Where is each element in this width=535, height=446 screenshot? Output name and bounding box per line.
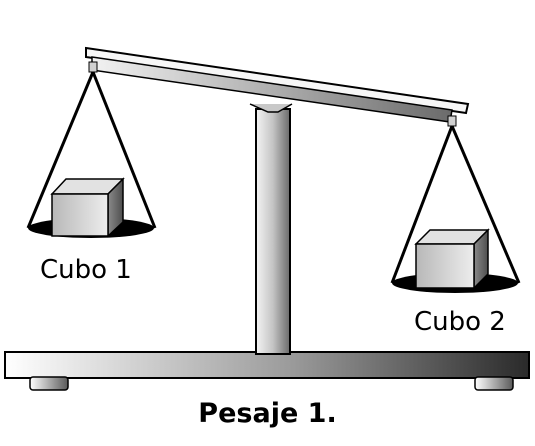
left-foot [29, 376, 69, 391]
scale-post [249, 103, 293, 355]
scale-base [4, 351, 530, 391]
right-hook [447, 115, 457, 127]
right-foot [474, 376, 514, 391]
cube-2 [414, 228, 490, 290]
cube-2-label: Cubo 2 [414, 307, 506, 337]
figure-caption: Pesaje 1. [198, 398, 337, 429]
cube-1-label: Cubo 1 [40, 255, 132, 285]
left-hook [88, 61, 98, 73]
scale-beam [85, 46, 470, 127]
cube-1 [50, 177, 125, 238]
